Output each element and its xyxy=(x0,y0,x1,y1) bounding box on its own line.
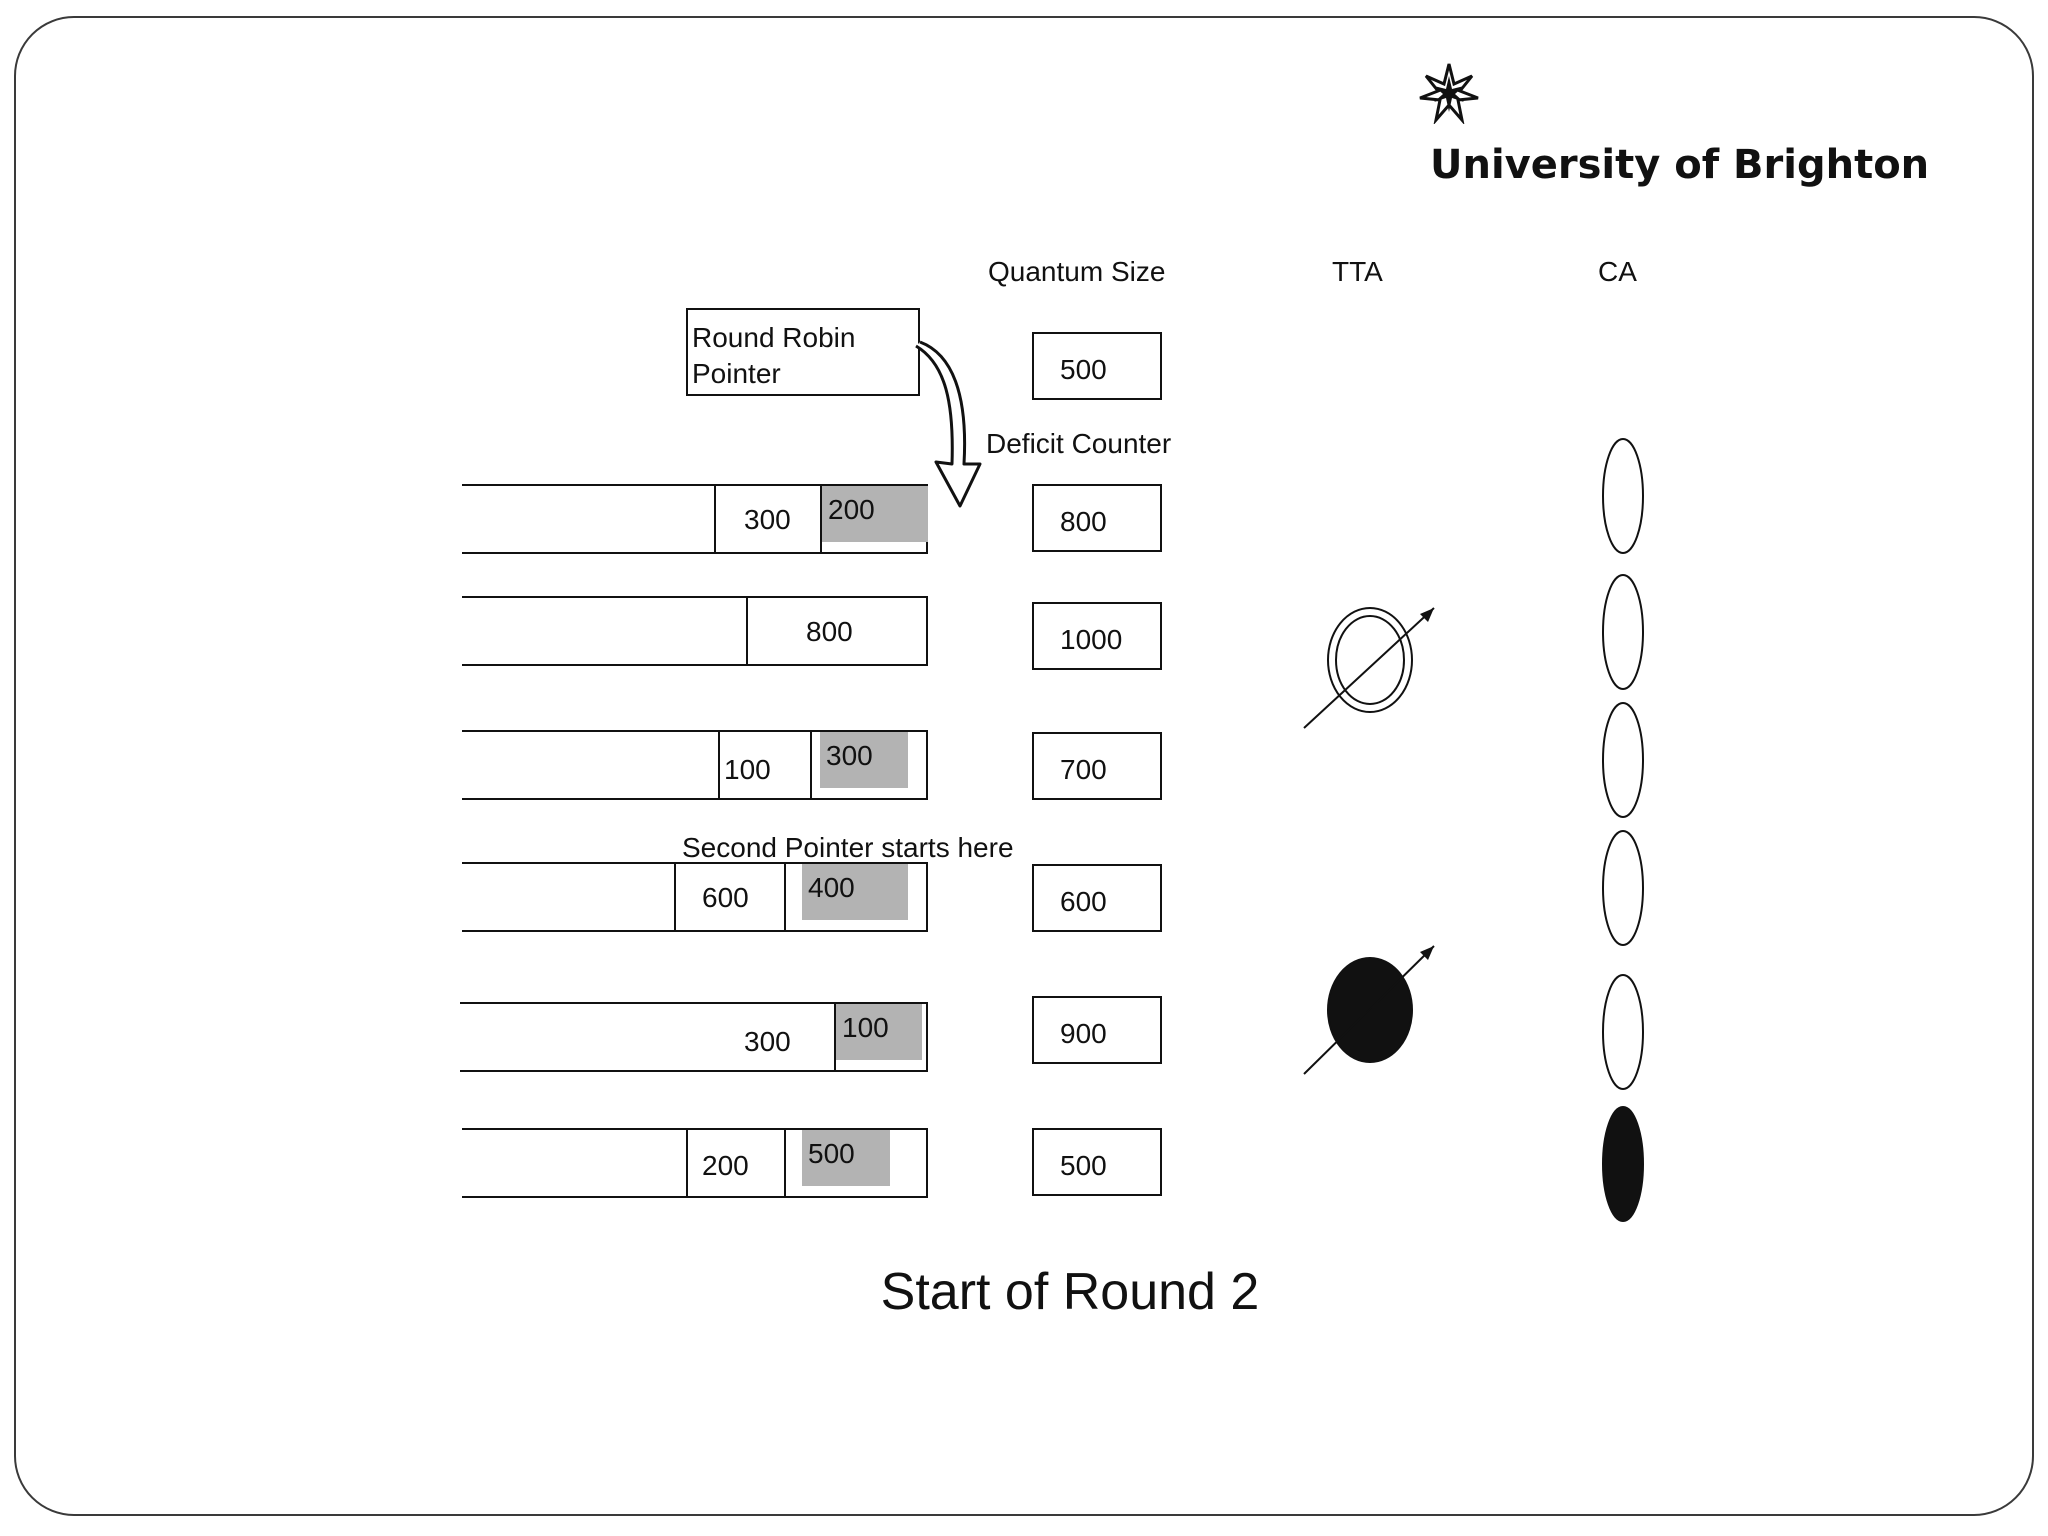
queue-row: 300 100 xyxy=(460,1002,928,1072)
ca-empty-icon xyxy=(1602,438,1644,554)
round-robin-pointer-label: Round Robin Pointer xyxy=(686,308,920,396)
second-pointer-label: Second Pointer starts here xyxy=(682,832,1014,863)
packet-label: 600 xyxy=(702,882,749,913)
shaded-packet: 200 xyxy=(822,486,928,542)
deficit-counter-box: 1000 xyxy=(1032,602,1162,670)
queue-row: 600 400 xyxy=(462,862,928,932)
tta-ring-icon xyxy=(1303,607,1435,729)
ca-filled-icon xyxy=(1602,1106,1644,1222)
deficit-counter-box: 500 xyxy=(1032,1128,1162,1196)
ca-empty-icon xyxy=(1602,702,1644,818)
deficit-counter-box: 700 xyxy=(1032,732,1162,800)
logo-text: University of Brighton xyxy=(1430,142,1930,188)
shaded-packet: 500 xyxy=(802,1130,890,1186)
queue-row: 800 xyxy=(462,596,928,666)
packet-label: 200 xyxy=(702,1150,749,1181)
packet-label: 300 xyxy=(744,504,791,535)
ca-empty-icon xyxy=(1602,974,1644,1090)
star-icon xyxy=(1419,63,1479,124)
slide-caption: Start of Round 2 xyxy=(880,1263,1260,1321)
header-quantum-size: Quantum Size xyxy=(988,256,1166,287)
pointer-arrow-icon xyxy=(915,340,982,508)
deficit-counter-box: 900 xyxy=(1032,996,1162,1064)
quantum-size-box: 500 xyxy=(1032,332,1162,400)
ca-empty-icon xyxy=(1602,574,1644,690)
packet-label: 300 xyxy=(744,1026,791,1057)
deficit-counter-box: 800 xyxy=(1032,484,1162,552)
queue-row: 100 300 xyxy=(462,730,928,800)
shaded-packet: 400 xyxy=(802,864,908,920)
header-ca: CA xyxy=(1598,256,1637,287)
queue-row: 200 500 xyxy=(462,1128,928,1198)
deficit-counter-label: Deficit Counter xyxy=(986,428,1172,459)
shaded-packet: 300 xyxy=(820,732,908,788)
header-tta: TTA xyxy=(1332,256,1383,287)
ca-empty-icon xyxy=(1602,830,1644,946)
packet-label: 100 xyxy=(724,754,771,785)
queue-row: 300 200 xyxy=(462,484,928,554)
shaded-packet: 100 xyxy=(836,1004,922,1060)
slide-frame xyxy=(14,16,2034,1516)
tta-filled-icon xyxy=(1303,945,1435,1075)
deficit-counter-box: 600 xyxy=(1032,864,1162,932)
packet-label: 800 xyxy=(806,616,853,647)
